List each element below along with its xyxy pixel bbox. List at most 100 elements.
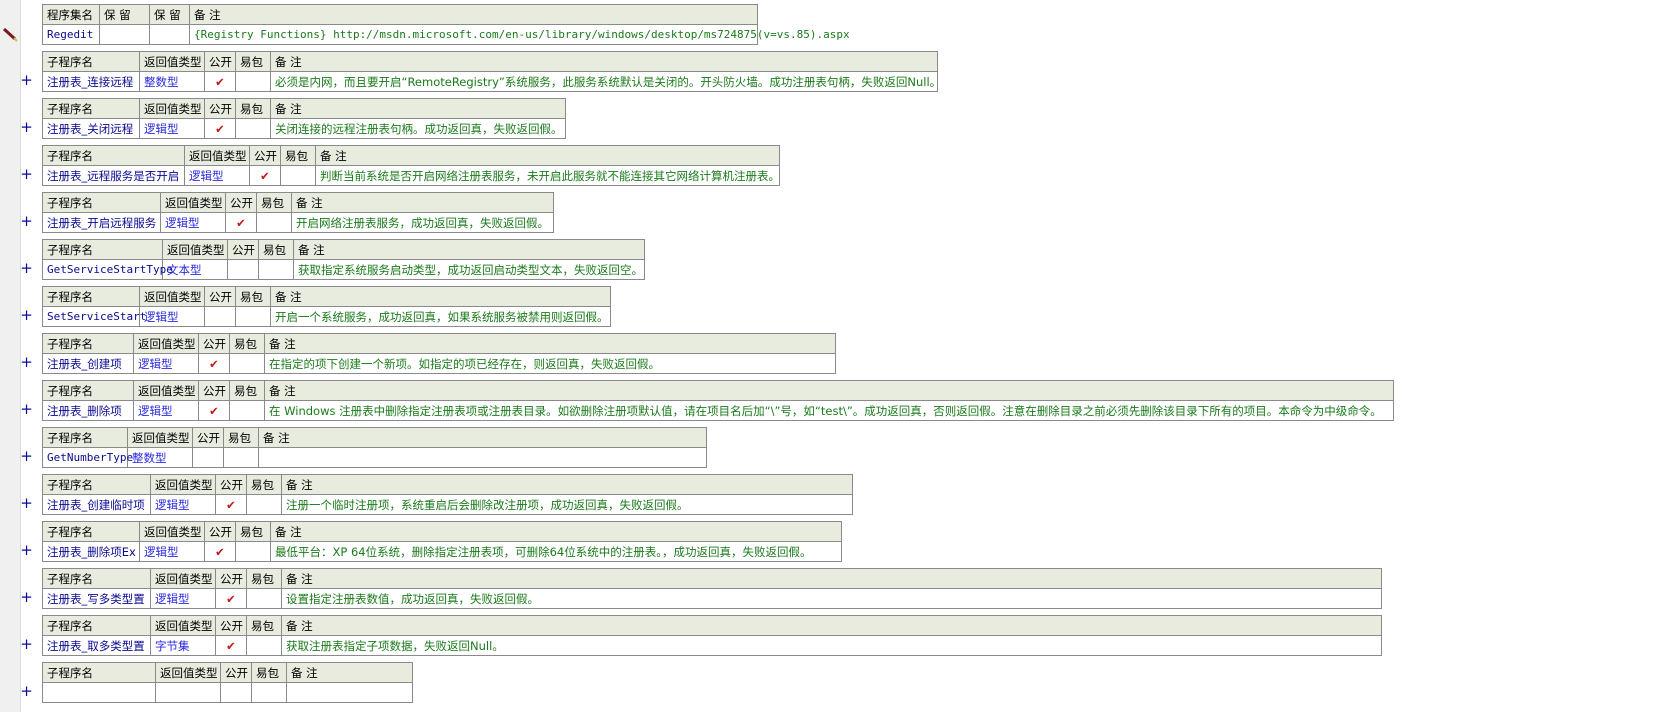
public-check-icon[interactable]: ✔ — [198, 353, 230, 374]
public-check-icon[interactable]: ✔ — [249, 165, 281, 186]
easy-package-cell[interactable] — [258, 259, 294, 280]
easy-package-cell[interactable] — [280, 165, 316, 186]
public-check-icon[interactable]: ✔ — [204, 118, 236, 139]
subroutine-name[interactable]: GetServiceStartType — [42, 259, 173, 280]
assembly-reserved-1[interactable] — [99, 24, 150, 45]
easy-package-cell[interactable] — [246, 494, 282, 515]
public-cell[interactable] — [204, 306, 236, 327]
assembly-reserved-2[interactable] — [149, 24, 190, 45]
public-check-icon[interactable]: ✔ — [204, 541, 236, 562]
subroutine-remark[interactable]: 关闭连接的远程注册表句柄。成功返回真，失败返回假。 — [270, 118, 566, 139]
subroutine-name[interactable] — [42, 682, 156, 703]
public-cell[interactable] — [192, 447, 224, 468]
subroutine-row[interactable]: 注册表_连接远程整数型✔ 必须是内网，而且要开启“RemoteRegistry”系… — [42, 71, 941, 92]
expand-plus-icon[interactable]: + — [20, 588, 33, 606]
return-type[interactable]: 整数型 — [127, 447, 193, 468]
expand-plus-icon[interactable]: + — [20, 541, 33, 559]
expand-plus-icon[interactable]: + — [20, 353, 33, 371]
subroutine-remark[interactable]: 最低平台：XP 64位系统，删除指定注册表项，可删除64位系统中的注册表。，成功… — [270, 541, 842, 562]
subroutine-row[interactable]: 注册表_开启远程服务逻辑型✔ 开启网络注册表服务，成功返回真，失败返回假。 — [42, 212, 554, 233]
expand-plus-icon[interactable]: + — [20, 400, 33, 418]
subroutine-row[interactable]: 注册表_关闭远程逻辑型✔ 关闭连接的远程注册表句柄。成功返回真，失败返回假。 — [42, 118, 566, 139]
public-check-icon[interactable]: ✔ — [215, 635, 247, 656]
easy-package-cell[interactable] — [256, 212, 292, 233]
return-type[interactable]: 文本型 — [162, 259, 228, 280]
public-check-icon[interactable]: ✔ — [215, 494, 247, 515]
expand-plus-icon[interactable]: + — [20, 682, 33, 700]
subroutine-row[interactable]: 注册表_删除项逻辑型✔ 在 Windows 注册表中删除指定注册表项或注册表目录… — [42, 400, 1394, 421]
return-type[interactable]: 字节集 — [150, 635, 216, 656]
easy-package-cell[interactable] — [229, 353, 265, 374]
subroutine-row[interactable] — [42, 682, 413, 703]
subroutine-name[interactable]: 注册表_创建临时项 — [42, 494, 151, 515]
expand-plus-icon[interactable]: + — [20, 635, 33, 653]
return-type[interactable]: 逻辑型 — [139, 118, 205, 139]
subroutine-remark[interactable]: 获取注册表指定子项数据，失败返回Null。 — [281, 635, 1382, 656]
public-cell[interactable] — [220, 682, 252, 703]
subroutine-name[interactable]: 注册表_开启远程服务 — [42, 212, 161, 233]
subroutine-row[interactable]: 注册表_创建临时项逻辑型✔ 注册一个临时注册项，系统重启后会删除改注册项，成功返回… — [42, 494, 853, 515]
subroutine-name[interactable]: GetNumberType — [42, 447, 133, 468]
return-type[interactable]: 逻辑型 — [184, 165, 250, 186]
subroutine-remark[interactable]: 获取指定系统服务启动类型，成功返回启动类型文本，失败返回空。 — [293, 259, 645, 280]
expand-plus-icon[interactable]: + — [20, 494, 33, 512]
easy-package-cell[interactable] — [246, 635, 282, 656]
public-check-icon[interactable]: ✔ — [225, 212, 257, 233]
subroutine-row[interactable]: 注册表_创建项逻辑型✔ 在指定的项下创建一个新项。如指定的项已经存在，则返回真，失… — [42, 353, 836, 374]
subroutine-remark[interactable] — [258, 447, 707, 468]
easy-package-cell[interactable] — [246, 588, 282, 609]
subroutine-remark[interactable]: 注册一个临时注册项，系统重启后会删除改注册项，成功返回真，失败返回假。 — [281, 494, 853, 515]
subroutine-remark[interactable]: 必须是内网，而且要开启“RemoteRegistry”系统服务，此服务系统默认是… — [270, 71, 941, 92]
public-check-icon[interactable]: ✔ — [215, 588, 247, 609]
subroutine-remark[interactable]: 判断当前系统是否开启网络注册表服务，未开启此服务就不能连接其它网络计算机注册表。 — [315, 165, 780, 186]
return-type[interactable]: 逻辑型 — [150, 494, 216, 515]
subroutine-row[interactable]: 注册表_远程服务是否开启逻辑型✔ 判断当前系统是否开启网络注册表服务，未开启此服务… — [42, 165, 780, 186]
subroutine-remark[interactable]: 开启一个系统服务，成功返回真，如果系统服务被禁用则返回假。 — [270, 306, 611, 327]
easy-package-cell[interactable] — [235, 118, 271, 139]
public-check-icon[interactable]: ✔ — [204, 71, 236, 92]
easy-package-cell[interactable] — [223, 447, 259, 468]
return-type[interactable]: 逻辑型 — [160, 212, 226, 233]
public-check-icon[interactable]: ✔ — [198, 400, 230, 421]
subroutine-row[interactable]: 注册表_写多类型置逻辑型✔ 设置指定注册表数值，成功返回真，失败返回假。 — [42, 588, 1382, 609]
subroutine-remark[interactable]: 在指定的项下创建一个新项。如指定的项已经存在，则返回真，失败返回假。 — [264, 353, 836, 374]
subroutine-name[interactable]: 注册表_创建项 — [42, 353, 134, 374]
expand-plus-icon[interactable]: + — [20, 447, 33, 465]
return-type[interactable]: 逻辑型 — [139, 306, 205, 327]
subroutine-name[interactable]: 注册表_删除项Ex — [42, 541, 140, 562]
subroutine-remark[interactable]: 开启网络注册表服务，成功返回真，失败返回假。 — [291, 212, 554, 233]
subroutine-name[interactable]: 注册表_关闭远程 — [42, 118, 140, 139]
easy-package-cell[interactable] — [235, 541, 271, 562]
subroutine-name[interactable]: 注册表_远程服务是否开启 — [42, 165, 185, 186]
return-type[interactable]: 逻辑型 — [150, 588, 216, 609]
assembly-remark[interactable]: {Registry Functions} http://msdn.microso… — [189, 24, 850, 45]
easy-package-cell[interactable] — [235, 306, 271, 327]
subroutine-name[interactable]: 注册表_连接远程 — [42, 71, 140, 92]
easy-package-cell[interactable] — [235, 71, 271, 92]
return-type[interactable]: 逻辑型 — [133, 400, 199, 421]
expand-plus-icon[interactable]: + — [20, 71, 33, 89]
assembly-name[interactable]: Regedit — [42, 24, 100, 45]
return-type[interactable] — [155, 682, 221, 703]
expand-plus-icon[interactable]: + — [20, 306, 33, 324]
subroutine-name[interactable]: 注册表_取多类型置 — [42, 635, 151, 656]
subroutine-name[interactable]: 注册表_删除项 — [42, 400, 134, 421]
subroutine-row[interactable]: 注册表_取多类型置字节集✔ 获取注册表指定子项数据，失败返回Null。 — [42, 635, 1382, 656]
subroutine-name[interactable]: 注册表_写多类型置 — [42, 588, 151, 609]
return-type[interactable]: 整数型 — [139, 71, 205, 92]
expand-plus-icon[interactable]: + — [20, 118, 33, 136]
subroutine-name[interactable]: SetServiceStart — [42, 306, 146, 327]
expand-plus-icon[interactable]: + — [20, 259, 33, 277]
return-type[interactable]: 逻辑型 — [133, 353, 199, 374]
subroutine-remark[interactable] — [286, 682, 413, 703]
subroutine-remark[interactable]: 设置指定注册表数值，成功返回真，失败返回假。 — [281, 588, 1382, 609]
return-type[interactable]: 逻辑型 — [139, 541, 205, 562]
subroutine-remark[interactable]: 在 Windows 注册表中删除指定注册表项或注册表目录。如欲删除注册项默认值，… — [264, 400, 1394, 421]
easy-package-cell[interactable] — [229, 400, 265, 421]
public-cell[interactable] — [227, 259, 259, 280]
expand-plus-icon[interactable]: + — [20, 212, 33, 230]
